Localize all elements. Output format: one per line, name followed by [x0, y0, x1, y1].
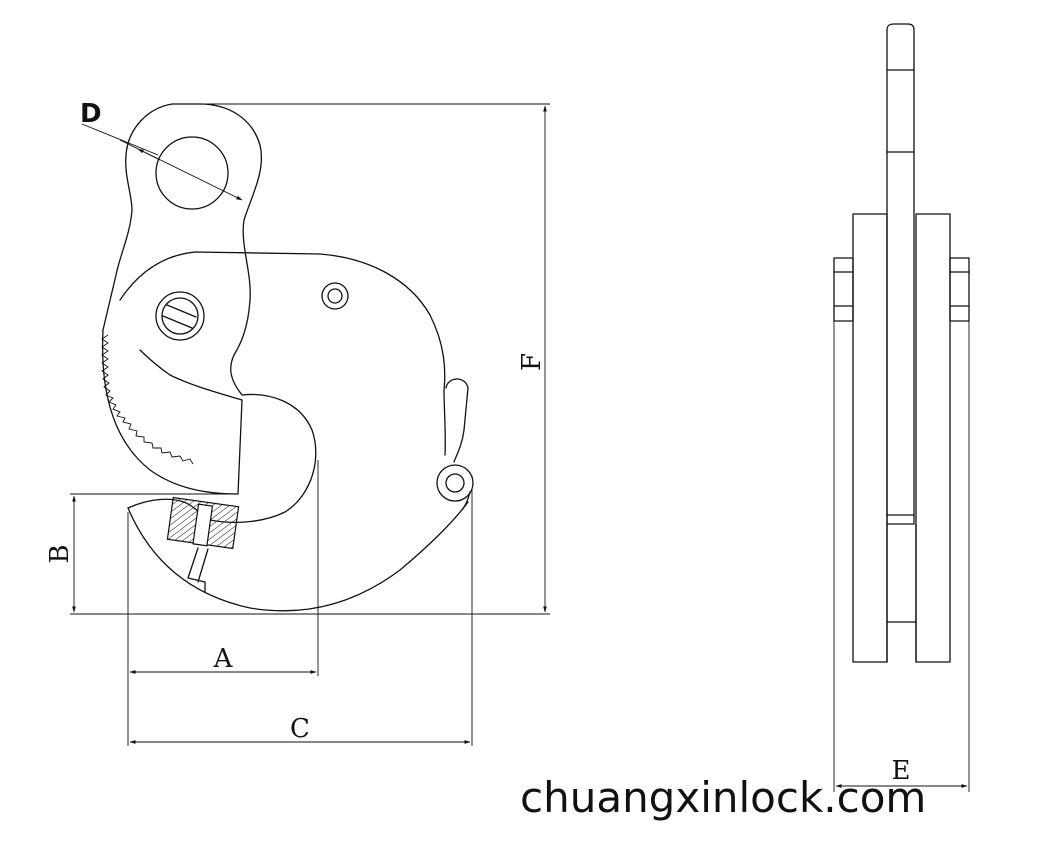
- dim-label-b: B: [45, 544, 75, 563]
- side-view: D F B A C: [45, 99, 550, 746]
- bolt-head-left: [833, 257, 854, 322]
- lever-pin: [436, 464, 474, 502]
- dim-label-e: E: [892, 756, 911, 786]
- dimension-lines: [70, 103, 550, 746]
- rivet: [321, 282, 349, 310]
- lifting-eye: [102, 103, 262, 356]
- watermark-text: chuangxinlock.com: [520, 773, 926, 822]
- bolt-head-right: [949, 257, 970, 322]
- dim-label-c: C: [290, 714, 310, 744]
- side-plate-right: [915, 213, 951, 663]
- eye-hole: [155, 136, 229, 210]
- dim-label-d: D: [80, 99, 102, 129]
- eye-plate: [886, 23, 915, 525]
- dim-label-f: F: [517, 353, 547, 371]
- cam-arm: [101, 329, 243, 495]
- pivot-bolt: [155, 291, 205, 341]
- side-plate-left: [852, 213, 888, 663]
- dim-label-a: A: [213, 644, 234, 674]
- clamp-body: [119, 251, 474, 612]
- front-view: E: [833, 23, 970, 792]
